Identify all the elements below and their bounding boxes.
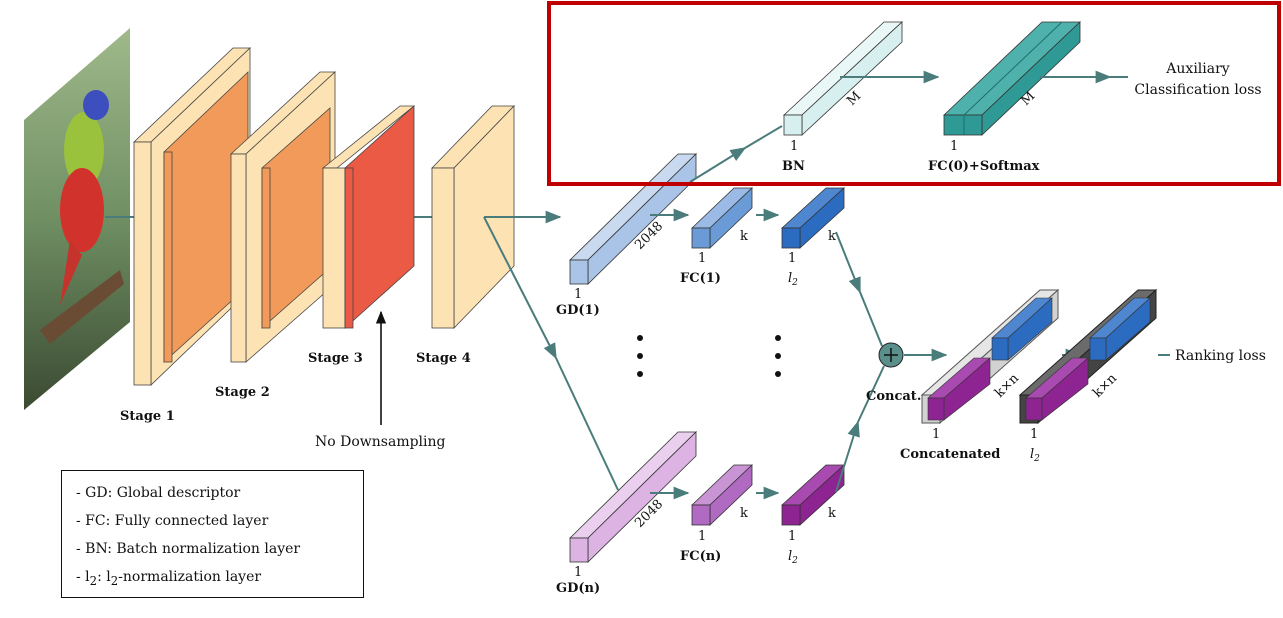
legend-item-bn: - BN: Batch normalization layer bbox=[76, 541, 301, 557]
arrow-gd1-to-bn bbox=[689, 147, 747, 183]
fcn-dim: k bbox=[740, 506, 748, 521]
legend-item-l2: - l2: l2-normalization layer bbox=[76, 569, 262, 588]
ellipsis-dots-left bbox=[637, 335, 643, 377]
fc0-prism bbox=[942, 21, 1082, 136]
concatenated-prism bbox=[920, 288, 1060, 425]
gdn-one: 1 bbox=[574, 565, 582, 580]
input-bird-image bbox=[24, 28, 130, 410]
ranking-loss-label: Ranking loss bbox=[1175, 348, 1266, 364]
fc1-prism bbox=[691, 187, 753, 249]
concatenated-label: Concatenated bbox=[900, 447, 1000, 462]
fc0-label: FC(0)+Softmax bbox=[928, 159, 1040, 174]
fcn-prism bbox=[691, 464, 753, 526]
l2-final-label: l2 bbox=[1030, 447, 1040, 464]
l2-top-prism bbox=[780, 187, 846, 249]
fcn-label: FC(n) bbox=[680, 549, 721, 564]
fc1-one: 1 bbox=[698, 251, 706, 266]
l2-top-one: 1 bbox=[788, 251, 796, 266]
l2-final-one: 1 bbox=[1030, 427, 1038, 442]
arrow-l2top-to-concat bbox=[835, 231, 861, 294]
fcn-one: 1 bbox=[698, 529, 706, 544]
fc1-label: FC(1) bbox=[680, 271, 721, 286]
arrow-gd1-to-bn-2 bbox=[744, 125, 783, 149]
fc0-one: 1 bbox=[950, 139, 958, 154]
concat-plus-icon bbox=[878, 342, 904, 368]
l2-final-dim: k×n bbox=[1090, 371, 1120, 401]
bn-label: BN bbox=[782, 159, 805, 174]
gd1-prism bbox=[569, 153, 697, 285]
l2-bottom-one: 1 bbox=[788, 529, 796, 544]
stage-2-label: Stage 2 bbox=[215, 385, 270, 400]
stage-1-label: Stage 1 bbox=[120, 409, 175, 424]
l2-top-dim: k bbox=[828, 229, 836, 244]
gd1-one: 1 bbox=[574, 287, 582, 302]
arrow-branch-down-2 bbox=[555, 357, 619, 491]
gd1-label: GD(1) bbox=[556, 303, 600, 318]
arrow-l2top-to-concat-2 bbox=[859, 291, 883, 347]
stage-3-block bbox=[321, 105, 416, 329]
legend-item-gd: - GD: Global descriptor bbox=[76, 485, 241, 501]
concatenated-one: 1 bbox=[932, 427, 940, 442]
stage-2-block bbox=[229, 71, 337, 363]
no-downsampling-label: No Downsampling bbox=[315, 434, 446, 450]
stage-3-label: Stage 3 bbox=[308, 351, 363, 366]
legend: - GD: Global descriptor - FC: Fully conn… bbox=[61, 470, 364, 598]
concat-label: Concat. bbox=[866, 389, 921, 404]
arrow-l2bot-to-concat bbox=[835, 420, 860, 493]
ellipsis-dots-right bbox=[775, 335, 781, 377]
l2-final-prism bbox=[1018, 288, 1158, 425]
aux-loss-line1: Auxiliary bbox=[1165, 61, 1229, 77]
l2-top-label: l2 bbox=[788, 271, 798, 288]
l2-bottom-prism bbox=[780, 464, 846, 526]
arrow-branch-down bbox=[483, 216, 557, 360]
gdn-prism bbox=[569, 431, 697, 563]
auxiliary-branch-highlight bbox=[547, 1, 1281, 186]
stage-1-block bbox=[132, 47, 252, 386]
fc1-dim: k bbox=[740, 229, 748, 244]
legend-item-fc: - FC: Fully connected layer bbox=[76, 513, 269, 529]
l2-bottom-dim: k bbox=[828, 506, 836, 521]
concatenated-dim: k×n bbox=[992, 371, 1022, 401]
stage-4-label: Stage 4 bbox=[416, 351, 471, 366]
bn-prism bbox=[782, 21, 904, 136]
bn-one: 1 bbox=[790, 139, 798, 154]
arrow-l2bot-to-concat-2 bbox=[857, 365, 885, 423]
l2-bottom-label: l2 bbox=[788, 549, 798, 566]
gdn-label: GD(n) bbox=[556, 581, 600, 596]
aux-loss-line2: Classification loss bbox=[1134, 82, 1261, 98]
